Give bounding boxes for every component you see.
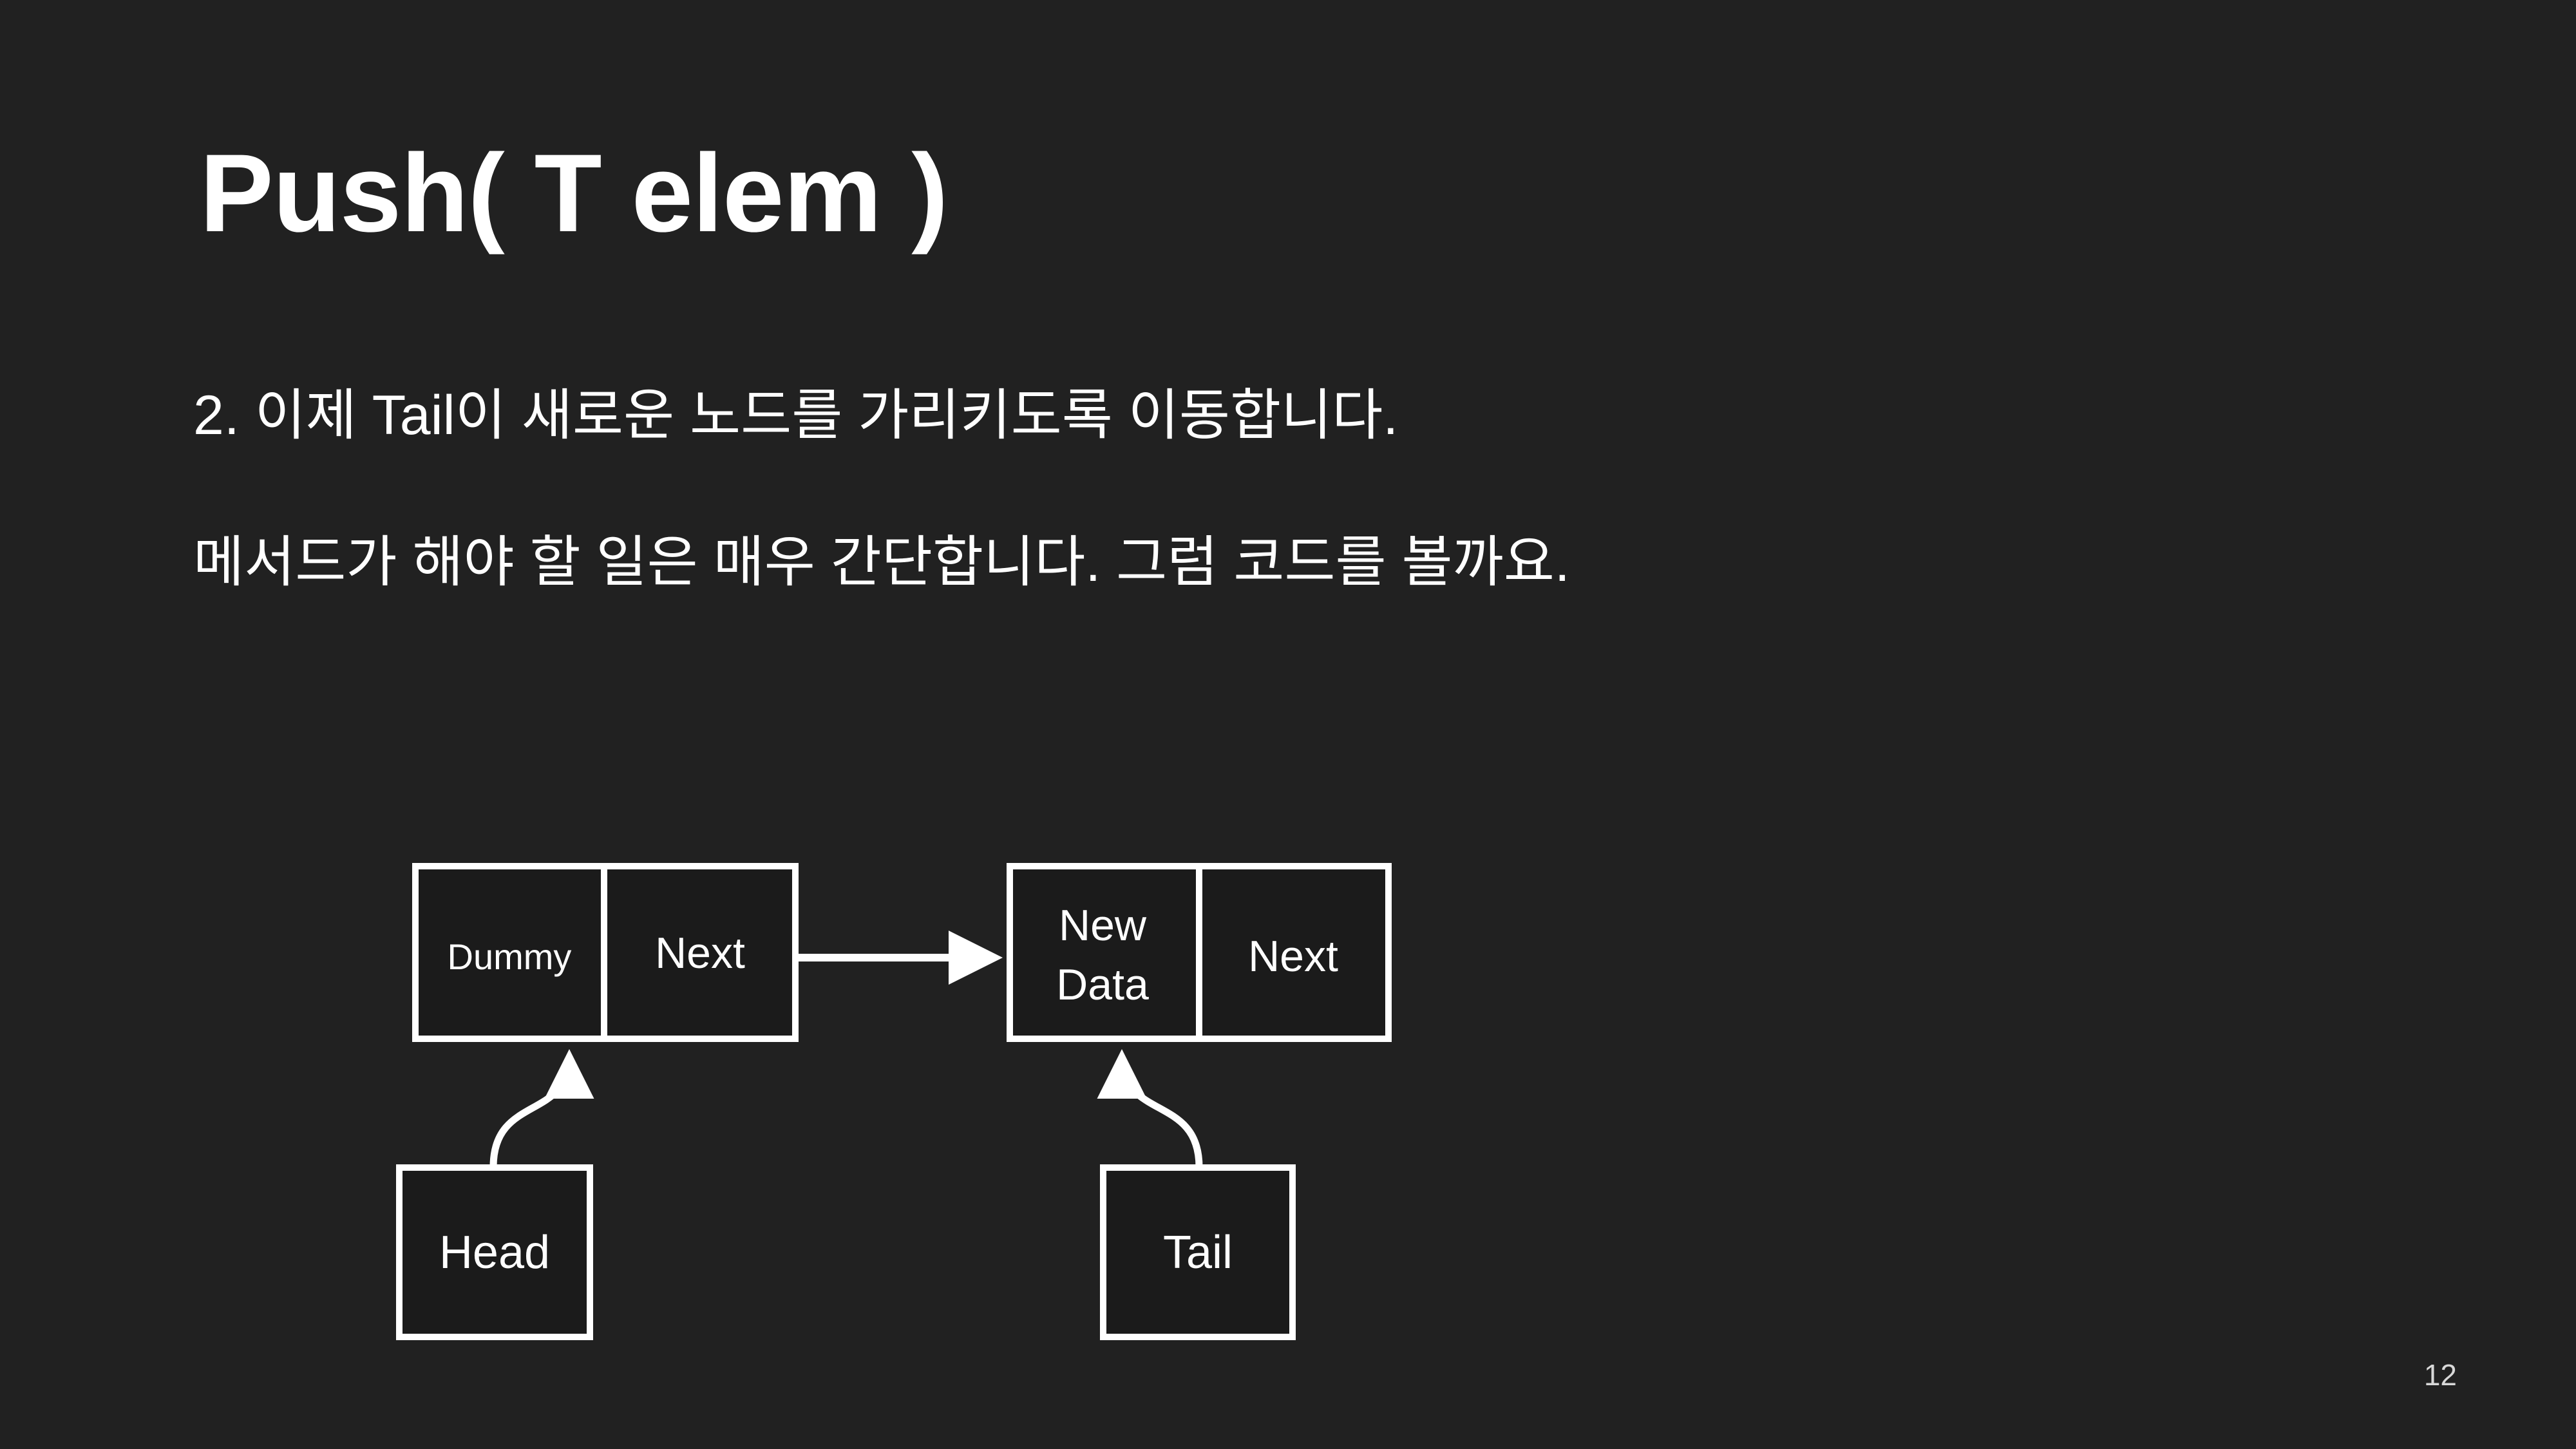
head-pointer-arrow — [489, 1049, 594, 1168]
tail-pointer: Tail — [1097, 1049, 1296, 1340]
tail-pointer-arrow — [1097, 1049, 1203, 1168]
head-pointer: Head — [396, 1049, 594, 1340]
head-pointer-box — [396, 1164, 593, 1340]
page-number: 12 — [2423, 1358, 2457, 1392]
dummy-node: Dummy Next — [412, 863, 799, 1042]
body-line-1: 2. 이제 Tail이 새로운 노드를 가리키도록 이동합니다. — [193, 384, 1399, 446]
body-line-2: 메서드가 해야 할 일은 매우 간단합니다. 그럼 코드를 볼까요. — [193, 531, 1570, 594]
new-node: New Data Next — [1007, 863, 1392, 1042]
new-next-cell-label: Next — [1248, 932, 1338, 981]
dummy-next-cell-label: Next — [655, 929, 745, 978]
new-data-cell-label-line2: Data — [1056, 960, 1149, 1009]
new-data-cell-label-line1: New — [1059, 901, 1147, 950]
tail-pointer-box — [1100, 1164, 1296, 1340]
body-text-block: 2. 이제 Tail이 새로운 노드를 가리키도록 이동합니다. 메서드가 해야… — [193, 380, 2318, 598]
tail-pointer-label: Tail — [1163, 1227, 1233, 1278]
head-pointer-label: Head — [439, 1227, 550, 1278]
dummy-data-cell-label: Dummy — [448, 936, 572, 977]
page-title: Push( T elem ) — [200, 131, 949, 255]
